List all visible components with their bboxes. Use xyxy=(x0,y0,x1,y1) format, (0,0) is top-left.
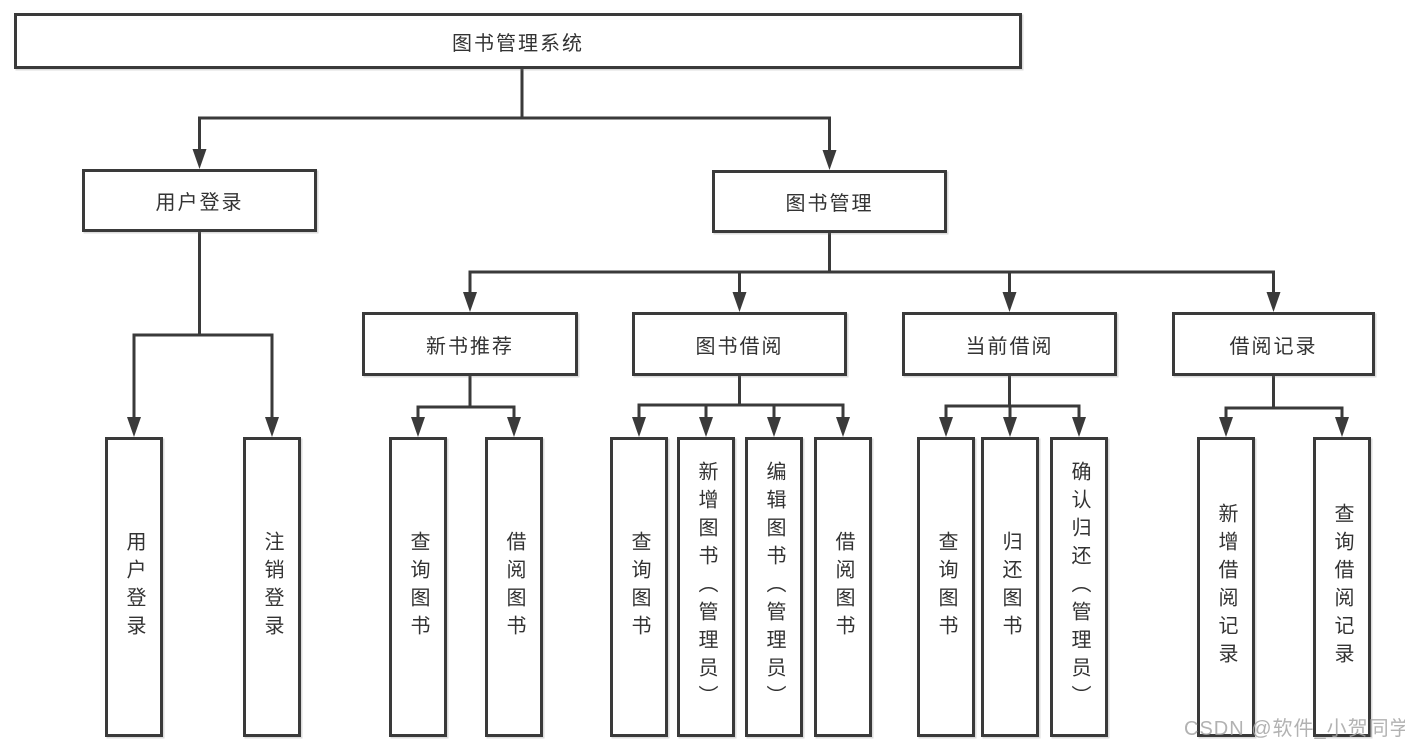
leaf-query-borrow-record: 查询借阅记录 xyxy=(1313,437,1371,737)
connector-records-to-leaves xyxy=(1219,374,1349,437)
leaf-label: 确认归还（管理员） xyxy=(1068,461,1090,713)
leaf-label: 查询图书 xyxy=(935,531,957,643)
node-label: 图书借阅 xyxy=(695,335,784,358)
leaf-query-book-current: 查询图书 xyxy=(917,437,975,737)
node-new-book-recommendation: 新书推荐 xyxy=(362,312,578,376)
node-book-management: 图书管理 xyxy=(712,170,947,233)
leaf-user-login: 用户登录 xyxy=(105,437,163,737)
connector-borrow-to-leaves xyxy=(632,374,850,437)
node-label: 图书管理系统 xyxy=(452,32,584,55)
leaf-query-book-borrow: 查询图书 xyxy=(610,437,668,737)
leaf-borrow-book: 借阅图书 xyxy=(814,437,872,737)
node-label: 当前借阅 xyxy=(965,335,1054,358)
connector-root-to-level2 xyxy=(192,67,837,170)
connector-mgmt-to-level3 xyxy=(463,231,1281,312)
node-label: 借阅记录 xyxy=(1229,335,1318,358)
leaf-confirm-return-admin: 确认归还（管理员） xyxy=(1050,437,1108,737)
node-label: 用户登录 xyxy=(155,192,244,214)
node-library-management-system: 图书管理系统 xyxy=(14,13,1022,69)
node-user-login: 用户登录 xyxy=(82,169,317,232)
connector-current-to-leaves xyxy=(939,374,1086,437)
leaf-return-book: 归还图书 xyxy=(981,437,1039,737)
leaf-label: 注销登录 xyxy=(261,531,283,643)
leaf-edit-book-admin: 编辑图书（管理员） xyxy=(745,437,803,737)
leaf-label: 借阅图书 xyxy=(832,531,854,643)
connector-login-to-leaves xyxy=(127,230,279,437)
node-book-borrowing: 图书借阅 xyxy=(632,312,847,376)
leaf-borrow-book-recommend: 借阅图书 xyxy=(485,437,543,737)
node-label: 图书管理 xyxy=(785,193,874,215)
leaf-add-book-admin: 新增图书（管理员） xyxy=(677,437,735,737)
csdn-watermark: CSDN @软件_小贺同学 xyxy=(1184,718,1405,740)
leaf-label: 查询图书 xyxy=(407,531,429,643)
leaf-label: 用户登录 xyxy=(123,531,145,643)
node-borrowing-records: 借阅记录 xyxy=(1172,312,1375,376)
connector-recommend-to-leaves xyxy=(411,374,521,437)
node-label: 新书推荐 xyxy=(426,335,514,358)
leaf-label: 编辑图书（管理员） xyxy=(763,461,785,713)
leaf-label: 归还图书 xyxy=(999,531,1021,643)
node-current-borrowing: 当前借阅 xyxy=(902,312,1117,376)
leaf-query-book-recommend: 查询图书 xyxy=(389,437,447,737)
leaf-add-borrow-record: 新增借阅记录 xyxy=(1197,437,1255,737)
leaf-label: 新增借阅记录 xyxy=(1215,503,1237,671)
leaf-label: 查询借阅记录 xyxy=(1331,503,1353,671)
leaf-label: 借阅图书 xyxy=(503,531,525,643)
leaf-logout-login: 注销登录 xyxy=(243,437,301,737)
leaf-label: 查询图书 xyxy=(628,531,650,643)
leaf-label: 新增图书（管理员） xyxy=(695,461,717,713)
